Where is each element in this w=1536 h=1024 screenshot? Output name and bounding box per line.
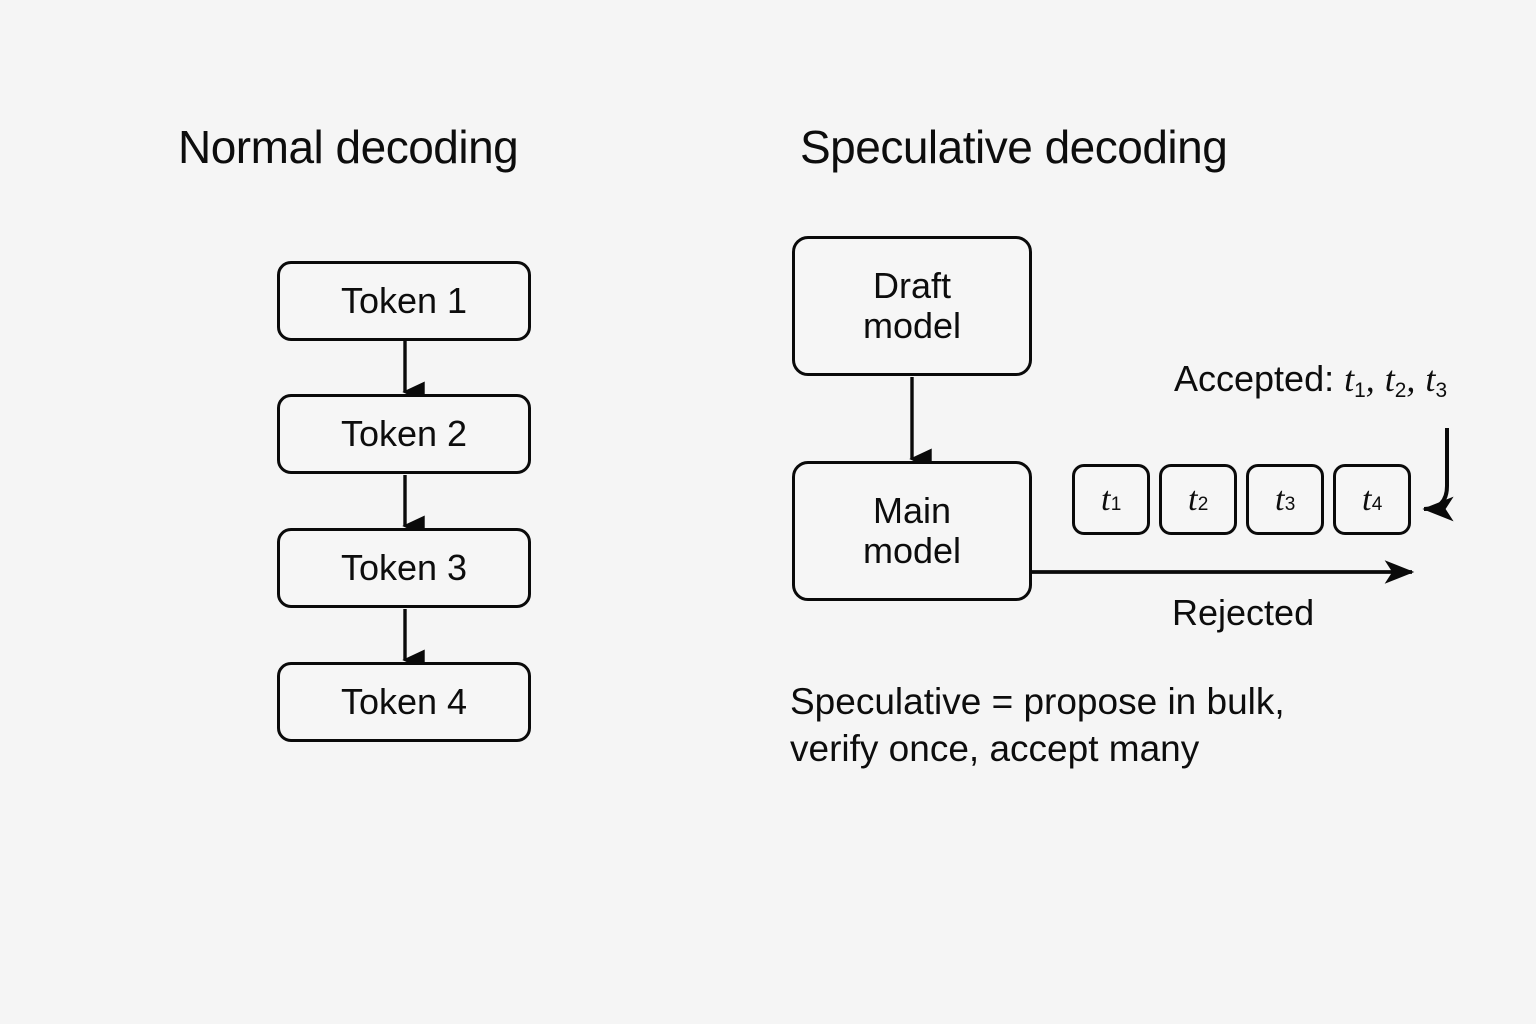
chip-2-base: t — [1187, 480, 1198, 518]
main-model-box[interactable]: Main model — [792, 461, 1032, 601]
accepted-label: Accepted: t1, t2, t3 — [1174, 358, 1448, 403]
accepted-token-3: t3 — [1425, 359, 1448, 403]
chip-2-subscript: 2 — [1197, 494, 1209, 516]
chip-3-base: t — [1274, 480, 1285, 518]
chip-4-base: t — [1361, 480, 1372, 518]
draft-model-box[interactable]: Draft model — [792, 236, 1032, 376]
chip-1-subscript: 1 — [1110, 494, 1122, 516]
accepted-token-2-subscript: 2 — [1394, 379, 1407, 403]
token-box-2[interactable]: Token 2 — [277, 394, 531, 474]
accepted-token-1-base: t — [1344, 359, 1355, 399]
chip-1-base: t — [1100, 480, 1111, 518]
accepted-prefix: Accepted: — [1174, 358, 1345, 399]
rejected-label: Rejected — [1172, 592, 1315, 633]
accepted-token-3-subscript: 3 — [1435, 379, 1448, 403]
token-box-3[interactable]: Token 3 — [277, 528, 531, 608]
speculative-decoding-title: Speculative decoding — [800, 121, 1228, 173]
chip-3-subscript: 3 — [1284, 494, 1296, 516]
chip-4-subscript: 4 — [1371, 494, 1383, 516]
accepted-token-1: t1, — [1344, 359, 1375, 403]
accepted-token-2: t2, — [1384, 359, 1416, 403]
accepted-token-3-base: t — [1425, 359, 1436, 399]
accepted-token-1-separator: , — [1365, 359, 1375, 399]
main-model-label: Main model — [862, 489, 962, 571]
token-box-1[interactable]: Token 1 — [277, 261, 531, 341]
arrow-accepted-curve — [1422, 428, 1454, 522]
accepted-token-1-subscript: 1 — [1354, 379, 1366, 403]
accepted-token-2-separator: , — [1406, 359, 1416, 399]
draft-model-label: Draft model — [862, 264, 962, 346]
speculative-caption: Speculative = propose in bulk, verify on… — [790, 681, 1285, 770]
accepted-token-2-base: t — [1384, 359, 1395, 399]
normal-decoding-title: Normal decoding — [178, 121, 519, 173]
token-box-4[interactable]: Token 4 — [277, 662, 531, 742]
